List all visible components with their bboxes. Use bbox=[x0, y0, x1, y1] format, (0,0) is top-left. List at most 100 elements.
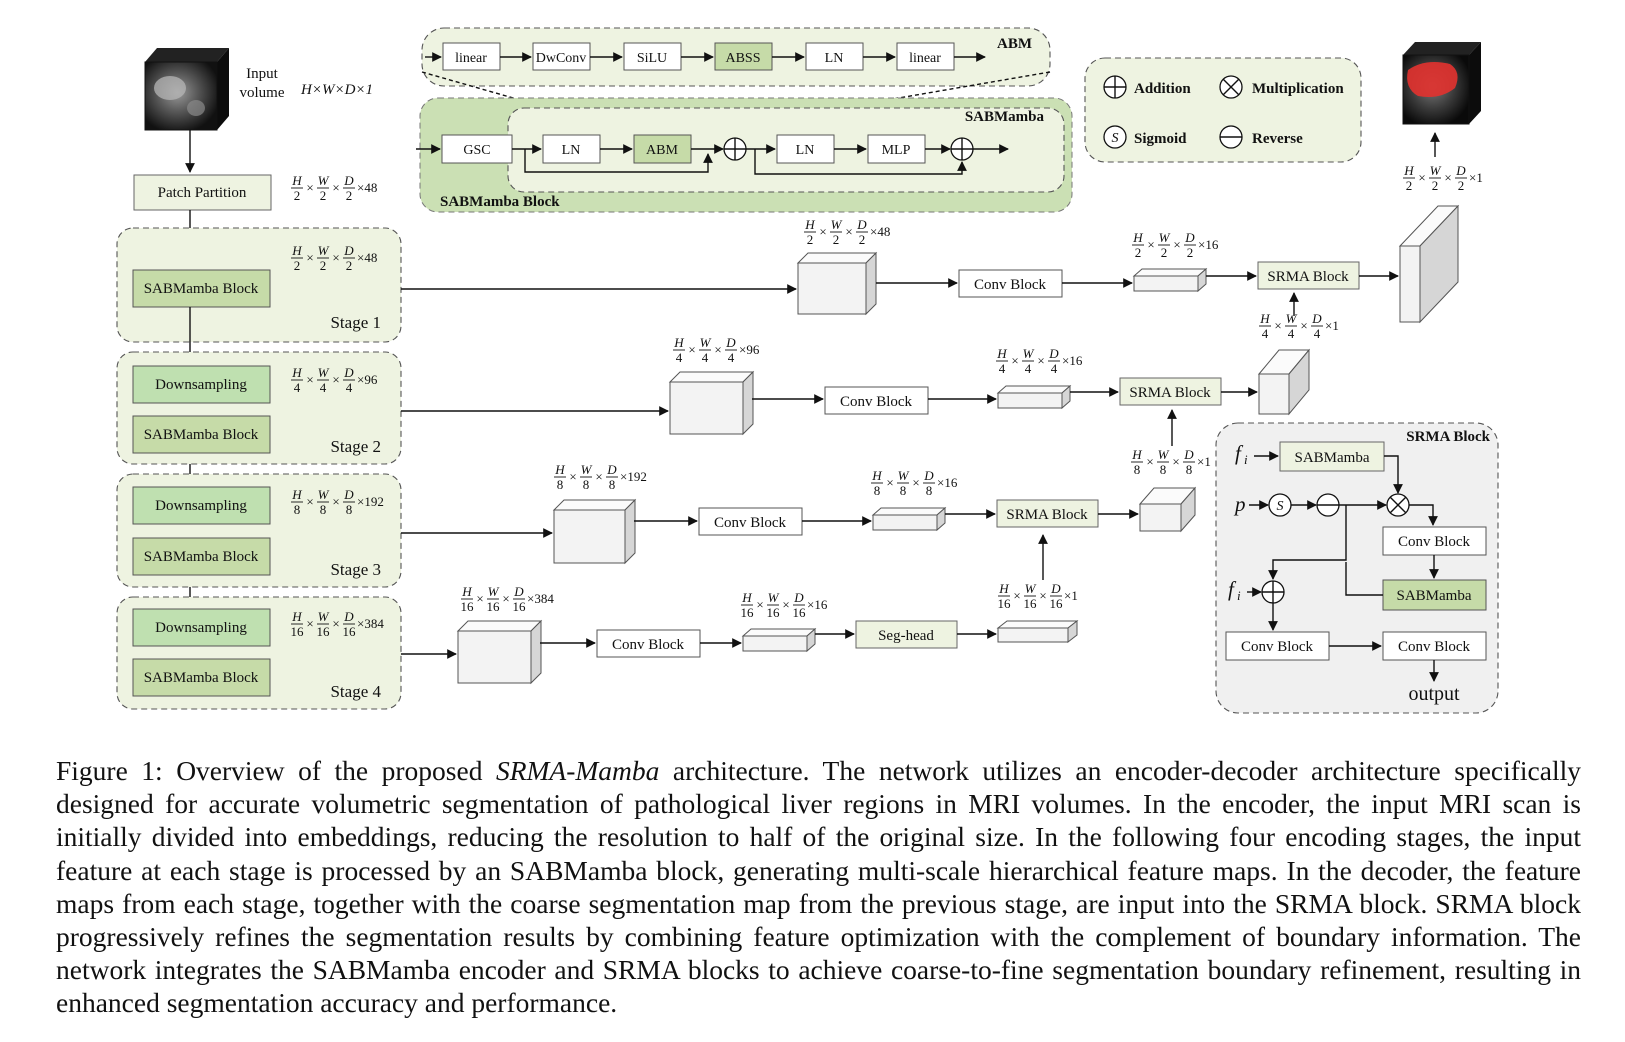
dim-numerator: D bbox=[923, 468, 934, 483]
stage-4-label: Stage 4 bbox=[330, 682, 381, 701]
dim-numerator: D bbox=[606, 462, 617, 477]
dim-denominator: 2 bbox=[1187, 245, 1194, 260]
d4-output-cube bbox=[996, 619, 1079, 644]
stage-4-downsampling-box bbox=[132, 608, 271, 647]
dim-denominator: 4 bbox=[320, 380, 327, 395]
dim-times: × bbox=[1444, 170, 1451, 185]
dim-numerator: W bbox=[1025, 581, 1037, 596]
d2-conv-block: Conv Block bbox=[824, 386, 929, 415]
gsc-box: GSC bbox=[441, 134, 513, 164]
svg-text:SRMA Block: SRMA Block bbox=[1006, 507, 1088, 523]
dim-numerator: D bbox=[343, 609, 354, 624]
stage-3-downsampling-label: Downsampling bbox=[155, 498, 247, 514]
stage-1-sabmamba-label: SABMamba Block bbox=[144, 281, 259, 297]
addition-icon bbox=[1103, 75, 1127, 99]
stage-2-sabmamba-label: SABMamba Block bbox=[144, 427, 259, 443]
dim-denominator: 8 bbox=[294, 502, 301, 517]
svg-text:Conv Block: Conv Block bbox=[714, 515, 787, 531]
stage-2-sabmamba-box bbox=[132, 415, 271, 454]
dim-times: × bbox=[306, 616, 313, 631]
dim-channels: ×16 bbox=[937, 475, 958, 490]
dim-denominator: 8 bbox=[900, 483, 907, 498]
output-volume bbox=[1402, 42, 1481, 125]
dim-channels: ×48 bbox=[357, 180, 377, 195]
dim-channels: ×96 bbox=[357, 372, 378, 387]
stage-1-dims: H2×W2×D2×48 bbox=[291, 243, 377, 273]
dim-numerator: H bbox=[1131, 447, 1142, 462]
svg-text:SABMamba: SABMamba bbox=[1397, 588, 1472, 604]
dim-times: × bbox=[306, 494, 313, 509]
svg-text:DwConv: DwConv bbox=[536, 51, 587, 66]
dim-times: × bbox=[912, 475, 919, 490]
d2-conv-dims: H4×W4×D4×16 bbox=[996, 346, 1083, 376]
stage-3-sabmamba-box bbox=[132, 537, 271, 576]
dim-times: × bbox=[714, 342, 721, 357]
srma-conv-3: Conv Block bbox=[1382, 631, 1487, 661]
svg-text:ABSS: ABSS bbox=[725, 51, 760, 66]
dim-denominator: 4 bbox=[728, 350, 735, 365]
dim-denominator: 4 bbox=[676, 350, 683, 365]
dim-denominator: 4 bbox=[1025, 361, 1032, 376]
svg-text:LN: LN bbox=[796, 143, 815, 158]
d1-feature-cube bbox=[796, 251, 878, 316]
sabmamba-block-title: SABMamba Block bbox=[440, 194, 560, 210]
dim-denominator: 4 bbox=[1262, 326, 1269, 341]
dim-denominator: 8 bbox=[346, 502, 353, 517]
dim-numerator: H bbox=[554, 462, 565, 477]
dim-numerator: W bbox=[768, 590, 780, 605]
d2-output-cube bbox=[1257, 348, 1311, 416]
dim-numerator: H bbox=[291, 243, 302, 258]
svg-text:S: S bbox=[1112, 131, 1119, 146]
svg-text:SiLU: SiLU bbox=[637, 51, 667, 66]
architecture-diagram: Input volume H×W×D×1 Patch Partition H2×… bbox=[116, 27, 1499, 714]
dim-numerator: D bbox=[856, 217, 867, 232]
caption-model-name: SRMA-Mamba bbox=[495, 755, 660, 786]
dim-numerator: H bbox=[1259, 311, 1270, 326]
d4-feature-cube bbox=[456, 619, 543, 685]
sab-ln-1: LN bbox=[542, 134, 601, 164]
dim-times: × bbox=[782, 597, 789, 612]
dim-denominator: 8 bbox=[320, 502, 327, 517]
srma-conv-2: Conv Block bbox=[1225, 631, 1330, 661]
dim-channels: ×16 bbox=[807, 597, 828, 612]
svg-text:linear: linear bbox=[909, 51, 941, 66]
dim-denominator: 2 bbox=[1161, 245, 1168, 260]
dim-numerator: H bbox=[673, 335, 684, 350]
sigmoid-icon: S bbox=[1103, 125, 1127, 149]
abm-op-3: SiLU bbox=[623, 42, 682, 71]
dim-denominator: 4 bbox=[702, 350, 709, 365]
srma-fi-bottom: f i bbox=[1228, 577, 1241, 603]
dim-numerator: D bbox=[343, 243, 354, 258]
dim-channels: ×16 bbox=[1198, 237, 1219, 252]
d1-srma-block: SRMA Block bbox=[1257, 261, 1360, 290]
dim-denominator: 16 bbox=[767, 605, 781, 620]
dim-channels: ×1 bbox=[1064, 588, 1078, 603]
svg-text:Conv Block: Conv Block bbox=[612, 637, 685, 653]
dim-numerator: H bbox=[291, 609, 302, 624]
dim-times: × bbox=[1011, 353, 1018, 368]
dim-denominator: 2 bbox=[807, 232, 814, 247]
dim-numerator: D bbox=[1184, 230, 1195, 245]
d3-feat-dims: H8×W8×D8×192 bbox=[554, 462, 647, 492]
svg-text:f: f bbox=[1228, 577, 1237, 601]
dim-denominator: 16 bbox=[291, 624, 305, 639]
dim-numerator: H bbox=[461, 584, 472, 599]
dim-times: × bbox=[332, 180, 339, 195]
legend-reverse: Reverse bbox=[1252, 131, 1303, 147]
dim-numerator: H bbox=[871, 468, 882, 483]
stage-4-dims: H16×W16×D16×384 bbox=[291, 609, 385, 639]
d2-out-dims: H4×W4×D4×1 bbox=[1259, 311, 1339, 341]
dim-numerator: W bbox=[318, 173, 330, 188]
input-shape: H×W×D×1 bbox=[300, 82, 373, 98]
input-volume bbox=[144, 48, 229, 131]
dim-times: × bbox=[1039, 588, 1046, 603]
dim-times: × bbox=[1172, 454, 1179, 469]
d1-conv-block: Conv Block bbox=[958, 269, 1063, 298]
dim-denominator: 2 bbox=[346, 258, 353, 273]
stage-2-downsampling-box bbox=[132, 365, 271, 404]
dim-denominator: 4 bbox=[294, 380, 301, 395]
legend-addition: Addition bbox=[1134, 81, 1191, 97]
dim-denominator: 8 bbox=[609, 477, 616, 492]
dim-numerator: D bbox=[1455, 163, 1466, 178]
svg-text:Conv Block: Conv Block bbox=[1398, 639, 1471, 655]
